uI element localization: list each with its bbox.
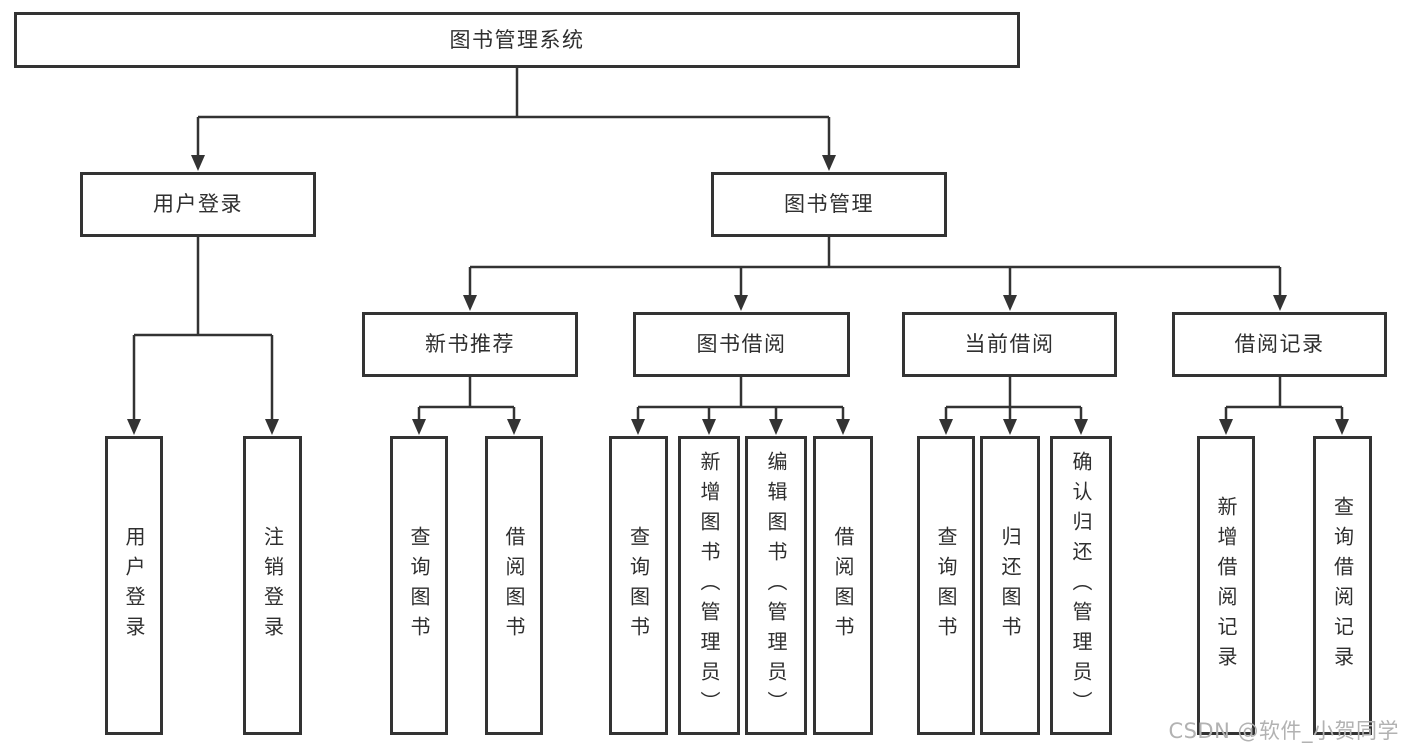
node-label: 查询图书 <box>626 525 651 646</box>
node-label: 图书管理 <box>784 192 874 216</box>
node-label: 确认归还（管理员） <box>1069 450 1093 721</box>
node-label: 图书管理系统 <box>449 27 585 52</box>
node-label: 新书推荐 <box>425 332 515 356</box>
node-label: 注销登录 <box>260 525 285 646</box>
node-label: 编辑图书（管理员） <box>764 450 788 721</box>
node-label: 图书借阅 <box>696 332 787 356</box>
csdn-watermark: CSDN @软件_小贺同学 <box>1168 719 1399 743</box>
leaf-edit-books-admin: 编辑图书（管理员） <box>745 436 807 735</box>
leaf-query-books-borrowing: 查询图书 <box>609 436 668 735</box>
leaf-query-books-current: 查询图书 <box>917 436 975 735</box>
node-current-borrowing: 当前借阅 <box>902 312 1117 377</box>
leaf-add-borrow-record: 新增借阅记录 <box>1197 436 1255 735</box>
node-user-login: 用户登录 <box>80 172 316 237</box>
leaf-borrow-books-recommend: 借阅图书 <box>485 436 543 735</box>
leaf-query-borrow-record: 查询借阅记录 <box>1313 436 1372 735</box>
node-label: 用户登录 <box>153 192 243 216</box>
node-library-management-system: 图书管理系统 <box>14 12 1020 68</box>
node-borrowing-records: 借阅记录 <box>1172 312 1387 377</box>
leaf-borrow-books: 借阅图书 <box>813 436 873 735</box>
node-label: 新增借阅记录 <box>1214 495 1238 676</box>
leaf-logout: 注销登录 <box>243 436 302 735</box>
node-book-management: 图书管理 <box>711 172 947 237</box>
leaf-add-books-admin: 新增图书（管理员） <box>678 436 740 735</box>
leaf-confirm-return-admin: 确认归还（管理员） <box>1050 436 1112 735</box>
leaf-return-books: 归还图书 <box>980 436 1040 735</box>
node-book-borrowing: 图书借阅 <box>633 312 850 377</box>
node-label: 查询图书 <box>407 525 431 646</box>
leaf-query-books-recommend: 查询图书 <box>390 436 448 735</box>
node-label: 借阅图书 <box>502 525 526 646</box>
node-new-book-recommend: 新书推荐 <box>362 312 578 377</box>
node-label: 借阅图书 <box>831 525 855 646</box>
node-label: 借阅记录 <box>1234 332 1325 356</box>
node-label: 当前借阅 <box>964 332 1055 356</box>
node-label: 新增图书（管理员） <box>697 450 721 721</box>
node-label: 用户登录 <box>122 525 146 646</box>
node-label: 归还图书 <box>998 525 1022 646</box>
node-label: 查询借阅记录 <box>1330 495 1355 676</box>
leaf-user-login: 用户登录 <box>105 436 163 735</box>
node-label: 查询图书 <box>934 525 958 646</box>
